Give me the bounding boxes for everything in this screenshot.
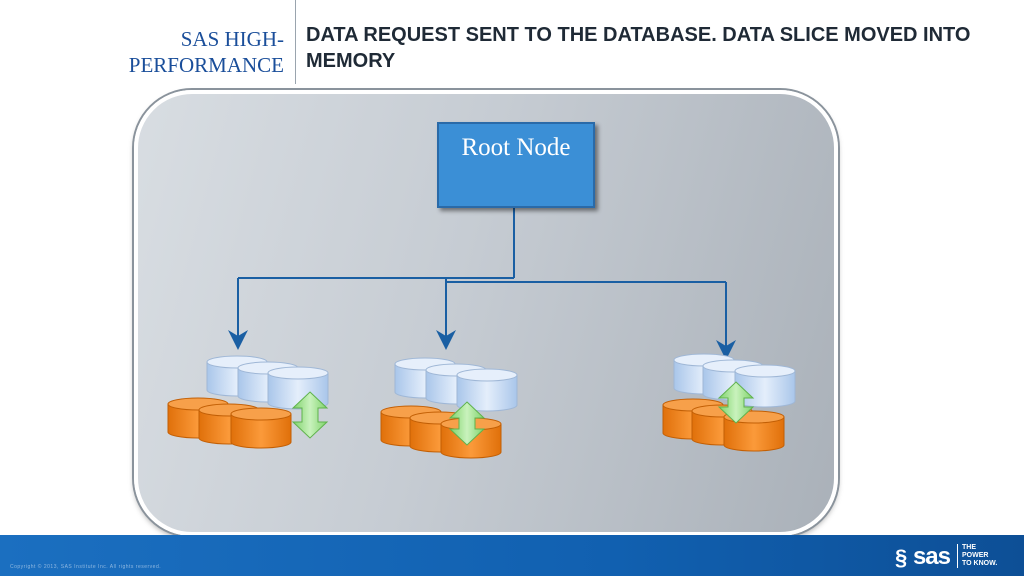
copyright-text: Copyright © 2013, SAS Institute Inc. All… <box>10 564 162 570</box>
transfer-arrow-icon <box>448 401 486 446</box>
database-orange-icon <box>380 405 502 459</box>
section-title-text: SAS HIGH- PERFORMANCE <box>128 27 284 77</box>
transfer-arrow-icon <box>717 381 755 424</box>
root-node-label: Root Node <box>461 134 571 161</box>
page-title: DATA REQUEST SENT TO THE DATABASE. DATA … <box>306 24 971 72</box>
connector-lines <box>228 206 736 360</box>
root-node: Root Node <box>437 122 595 208</box>
database-blue-icon <box>206 355 329 410</box>
worker-node-3 <box>662 353 796 452</box>
transfer-arrow-icon <box>291 391 329 439</box>
sas-logo-text: sas <box>912 543 951 570</box>
database-blue-icon <box>394 357 518 412</box>
worker-node-2 <box>380 357 518 459</box>
sas-logo-mark-icon: § <box>894 545 907 570</box>
tagline: THE POWER TO KNOW. <box>962 544 998 567</box>
section-title: SAS HIGH- PERFORMANCE <box>129 26 284 78</box>
worker-node-1 <box>167 355 329 449</box>
footer-bar: Copyright © 2013, SAS Institute Inc. All… <box>0 535 1024 576</box>
logo-divider <box>957 544 958 568</box>
database-orange-icon <box>167 397 292 449</box>
sas-logo: § sas <box>895 543 951 571</box>
title-divider <box>295 0 296 84</box>
